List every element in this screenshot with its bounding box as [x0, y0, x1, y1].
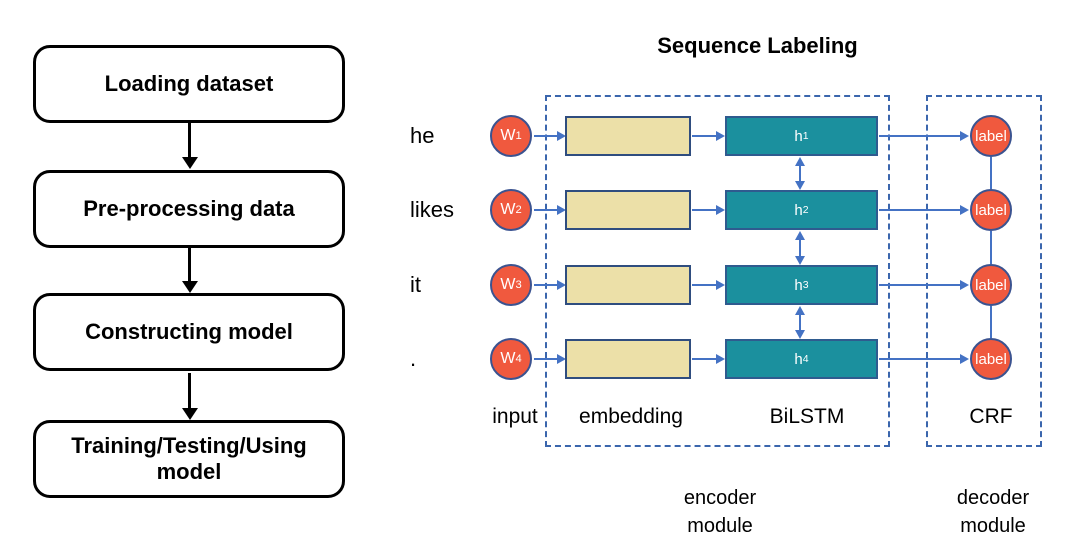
decoder-label-line2: module [960, 515, 1026, 537]
word-circle-text: W [500, 276, 516, 293]
hidden-state-subscript: 2 [802, 204, 809, 216]
word-label: . [410, 346, 417, 371]
encoder-label-line2: module [687, 515, 753, 537]
encoder-module-box [545, 95, 890, 447]
column-label-crf: CRF [969, 405, 1013, 428]
word-circle-subscript: 4 [515, 353, 522, 365]
hidden-state-subscript: 3 [802, 279, 809, 291]
right-arrow-icon [692, 358, 716, 360]
right-arrow-icon [534, 209, 557, 211]
embedding-box [565, 339, 691, 379]
embedding-box [565, 265, 691, 305]
word-circle-text: W [500, 127, 516, 144]
column-label-embedding: embedding [579, 405, 683, 428]
label-circle-text: label [975, 276, 1007, 294]
flow-step-constructing-model: Constructing model [33, 293, 345, 371]
word-circle-text: W [500, 201, 516, 218]
right-arrow-icon [692, 135, 716, 137]
label-circle: label [970, 264, 1012, 306]
hidden-state-text: h [794, 276, 803, 294]
column-label-bilstm: BiLSTM [769, 405, 845, 428]
module-label-decoder: decoder module [923, 484, 1063, 540]
flow-step-training-testing-using-model: Training/Testing/Using model [33, 420, 345, 498]
hidden-state-subscript: 1 [802, 130, 809, 142]
down-arrow-icon [176, 248, 203, 293]
hidden-state-subscript: 4 [802, 353, 809, 365]
embedding-box [565, 190, 691, 230]
hidden-state-text: h [794, 350, 803, 368]
down-arrow-icon [176, 373, 203, 420]
word-label: it [410, 272, 421, 297]
label-circle-text: label [975, 127, 1007, 145]
decoder-label-line1: decoder [956, 487, 1030, 509]
flow-step-preprocessing-data: Pre-processing data [33, 170, 345, 248]
word-label: likes [410, 197, 455, 222]
right-arrow-icon [879, 209, 960, 211]
label-circle-text: label [975, 201, 1007, 219]
label-circle: label [970, 189, 1012, 231]
right-arrow-icon [879, 358, 960, 360]
right-arrow-icon [879, 284, 960, 286]
label-connector-line [990, 306, 992, 338]
right-arrow-icon [879, 135, 960, 137]
right-arrow-icon [534, 135, 557, 137]
flow-step-loading-dataset: Loading dataset [33, 45, 345, 123]
word-circle-subscript: 1 [515, 130, 522, 142]
diagram-title: Sequence Labeling [657, 33, 858, 58]
right-arrow-icon [692, 209, 716, 211]
label-circle: label [970, 115, 1012, 157]
right-arrow-icon [534, 358, 557, 360]
encoder-label-line1: encoder [683, 487, 757, 509]
word-label: he [410, 123, 435, 148]
label-circle: label [970, 338, 1012, 380]
right-arrow-icon [534, 284, 557, 286]
label-circle-text: label [975, 350, 1007, 368]
module-label-encoder: encoder module [650, 484, 790, 540]
column-label-input: input [492, 405, 538, 428]
bidirectional-arrow-icon [795, 157, 805, 190]
down-arrow-icon [176, 123, 203, 169]
hidden-state-text: h [794, 201, 803, 219]
right-arrow-icon [692, 284, 716, 286]
word-circle-text: W [500, 350, 516, 367]
word-circle-subscript: 3 [515, 279, 522, 291]
label-connector-line [990, 231, 992, 264]
embedding-box [565, 116, 691, 156]
decoder-module-box [926, 95, 1042, 447]
hidden-state-text: h [794, 127, 803, 145]
label-connector-line [990, 157, 992, 189]
word-circle-subscript: 2 [515, 204, 522, 216]
bidirectional-arrow-icon [795, 306, 805, 339]
bidirectional-arrow-icon [795, 231, 805, 265]
